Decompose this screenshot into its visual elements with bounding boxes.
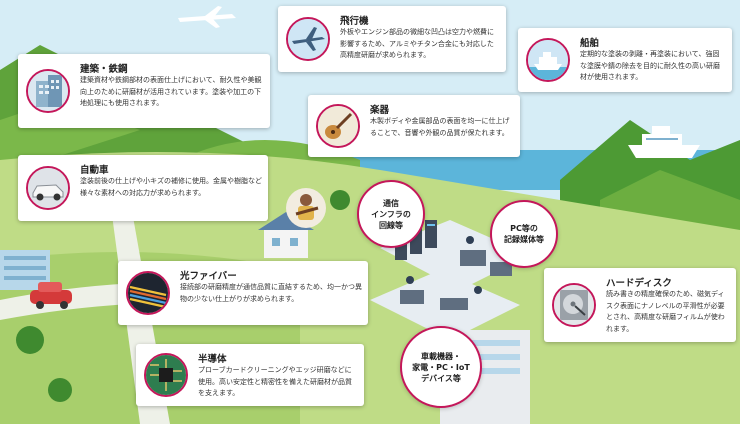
card-title: 楽器 bbox=[370, 105, 390, 116]
bubble-communication-infrastructure: 通信 インフラの 回線等 bbox=[357, 180, 425, 248]
card-title: 船舶 bbox=[580, 38, 600, 49]
card-instrument: 楽器 木製ボディや金属部品の表面を均一に仕上げることで、音響や外観の品質が保たれ… bbox=[308, 95, 520, 157]
card-description: 塗装前後の仕上げや小キズの補修に使用。金属や樹脂など様々な素材への対応力が求めら… bbox=[80, 177, 262, 197]
card-optical-fiber: 光ファイバー 接続部の研磨精度が通信品質に直結するため、均一かつ異物の少ない仕上… bbox=[118, 261, 368, 325]
card-title: 飛行機 bbox=[340, 16, 369, 27]
circuit-board-icon bbox=[144, 353, 188, 397]
card-description: 読み書きの精度確保のため、磁気ディスク表面にナノレベルの平滑性が必要とされ、高精… bbox=[606, 290, 725, 333]
house bbox=[264, 228, 308, 258]
card-aircraft: 飛行機 外板やエンジン部品の微細な凹凸は空力や燃費に影響するため、アルミやチタン… bbox=[278, 6, 506, 72]
card-automobile: 自動車 塗装前後の仕上げや小キズの補修に使用。金属や樹脂など様々な素材への対応力… bbox=[18, 155, 268, 221]
card-title: 光ファイバー bbox=[180, 271, 237, 282]
card-description: 外板やエンジン部品の微細な凹凸は空力や燃費に影響するため、アルミやチタン合金にも… bbox=[340, 28, 494, 59]
server-room-illustration bbox=[370, 220, 530, 340]
fiber-optic-icon bbox=[126, 271, 170, 315]
card-title: 建築・鉄鋼 bbox=[80, 64, 128, 75]
car-icon bbox=[26, 166, 70, 210]
card-construction-steel: 建築・鉄鋼 建築資材や鉄鋼部材の表面仕上げにおいて、耐久性や美観向上のために研磨… bbox=[18, 54, 270, 128]
card-title: 自動車 bbox=[80, 165, 109, 176]
card-semiconductor: 半導体 プローブカードクリーニングやエッジ研磨などに使用。高い安定性と精密性を備… bbox=[136, 344, 364, 406]
red-car-illustration bbox=[30, 282, 72, 309]
card-description: 接続部の研磨精度が通信品質に直結するため、均一かつ異物の少ない仕上がりが求められ… bbox=[180, 283, 362, 303]
guitar-player-illustration bbox=[286, 188, 326, 228]
airplane-illustration bbox=[178, 6, 236, 28]
ship-icon bbox=[526, 38, 570, 82]
hard-disk-icon bbox=[552, 283, 596, 327]
card-title: ハードディスク bbox=[606, 278, 672, 289]
card-description: 建築資材や鉄鋼部材の表面仕上げにおいて、耐久性や美観向上のために研磨材が活用され… bbox=[80, 76, 262, 107]
ship-illustration bbox=[628, 126, 700, 158]
card-hard-disk: ハードディスク 読み書きの精度確保のため、磁気ディスク表面にナノレベルの平滑性が… bbox=[544, 268, 736, 342]
guitar-icon bbox=[316, 104, 360, 148]
bubble-consumer-devices: 車載機器・ 家電・PC・IoT デバイス等 bbox=[400, 326, 482, 408]
airplane-icon bbox=[286, 17, 330, 61]
card-description: 木製ボディや金属部品の表面を均一に仕上げることで、音響や外観の品質が保たれます。 bbox=[370, 117, 510, 137]
card-description: 定期的な塗装の剥離・再塗装において、強固な塗膜や錆の除去を目的に耐久性の高い研磨… bbox=[580, 50, 720, 81]
bubble-recording-media: PC等の 記録媒体等 bbox=[490, 200, 558, 268]
building-icon bbox=[26, 69, 70, 113]
card-description: プローブカードクリーニングやエッジ研磨などに使用。高い安定性と精密性を備えた研磨… bbox=[198, 366, 352, 397]
card-ship: 船舶 定期的な塗装の剥離・再塗装において、強固な塗膜や錆の除去を目的に耐久性の高… bbox=[518, 28, 732, 92]
card-title: 半導体 bbox=[198, 354, 227, 365]
